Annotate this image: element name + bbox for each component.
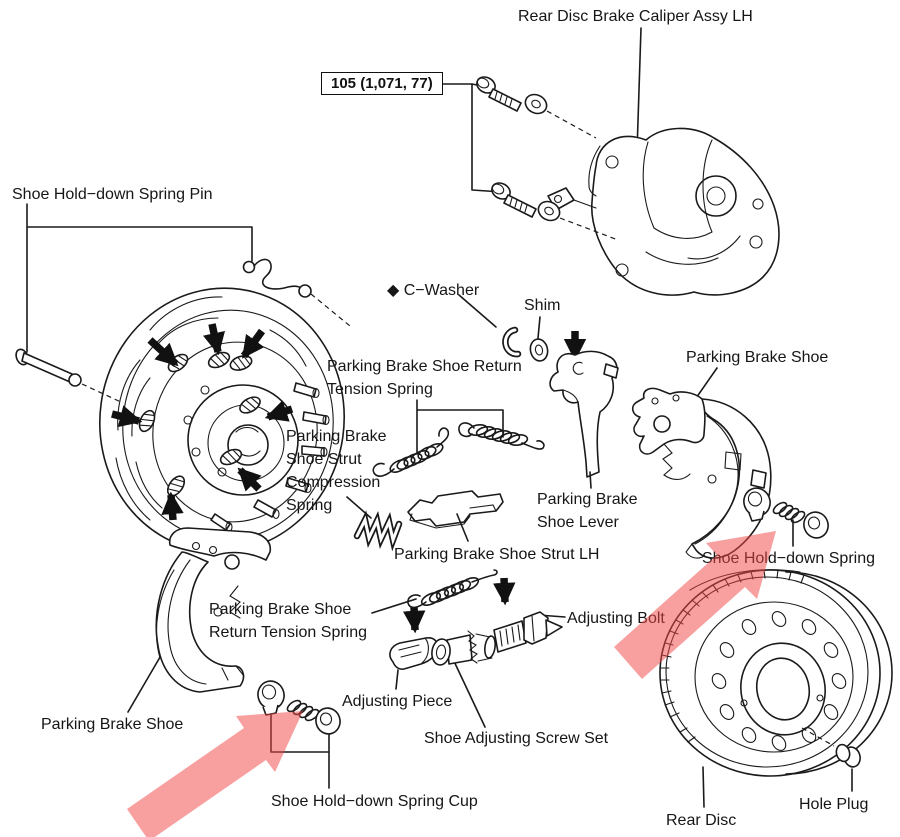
- label-shoe-hold-down-spring-cup: Shoe Hold−down Spring Cup: [271, 793, 478, 810]
- pointer-arrow-icons: [111, 323, 587, 634]
- torque-spec-box: 105 (1,071, 77): [321, 72, 443, 95]
- label-rear-disc-brake-caliper: Rear Disc Brake Caliper Assy LH: [518, 8, 753, 25]
- label-shoe-hold-down-spring: Shoe Hold−down Spring: [702, 550, 876, 567]
- shim-drawing: [529, 316, 549, 362]
- strut-drawing: [407, 490, 504, 542]
- label-parking-brake-shoe-left: Parking Brake Shoe: [41, 716, 184, 733]
- return-tension-springs-drawing: [372, 399, 545, 478]
- rear-disc-drawing: [659, 569, 893, 808]
- label-strut-compression-spring: Parking Brake Shoe Strut Compression Spr…: [286, 428, 387, 514]
- label-parking-brake-shoe-lever: Parking Brake Shoe Lever: [537, 491, 638, 531]
- caliper-drawing: [436, 27, 780, 296]
- shoe-lever-drawing: [549, 350, 619, 489]
- label-shoe-hold-down-spring-pin: Shoe Hold−down Spring Pin: [12, 186, 213, 203]
- spring-pin-drawing: [15, 203, 351, 404]
- hold-down-cup-bottom-drawing: [257, 680, 341, 789]
- adjuster-set-drawing: [389, 611, 566, 728]
- label-adjusting-bolt: Adjusting Bolt: [567, 610, 665, 627]
- strut-compression-spring-drawing: [346, 496, 403, 552]
- label-parking-brake-shoe-right: Parking Brake Shoe: [686, 349, 829, 366]
- label-hole-plug: Hole Plug: [799, 796, 869, 813]
- label-parking-brake-shoe-strut-lh: Parking Brake Shoe Strut LH: [394, 546, 600, 563]
- return-tension-spring-lower-drawing: [371, 569, 498, 614]
- label-rear-disc: Rear Disc: [666, 812, 737, 829]
- label-shim: Shim: [524, 297, 561, 314]
- parking-brake-shoe-left-drawing: [127, 527, 272, 713]
- label-return-tension-spring-lower: Parking Brake Shoe Return Tension Spring: [209, 601, 368, 641]
- label-adjusting-piece: Adjusting Piece: [342, 693, 453, 710]
- label-return-tension-spring-upper: Parking Brake Shoe Return Tension Spring: [327, 358, 522, 398]
- hole-plug-drawing: [835, 743, 861, 768]
- label-shoe-adjusting-screw-set: Shoe Adjusting Screw Set: [424, 730, 609, 747]
- parking-brake-shoe-right-drawing: [631, 367, 772, 559]
- label-c-washer: ◆ C−Washer: [387, 282, 480, 299]
- hold-down-cup-right-drawing: [743, 487, 829, 547]
- c-washer-drawing: [458, 294, 522, 358]
